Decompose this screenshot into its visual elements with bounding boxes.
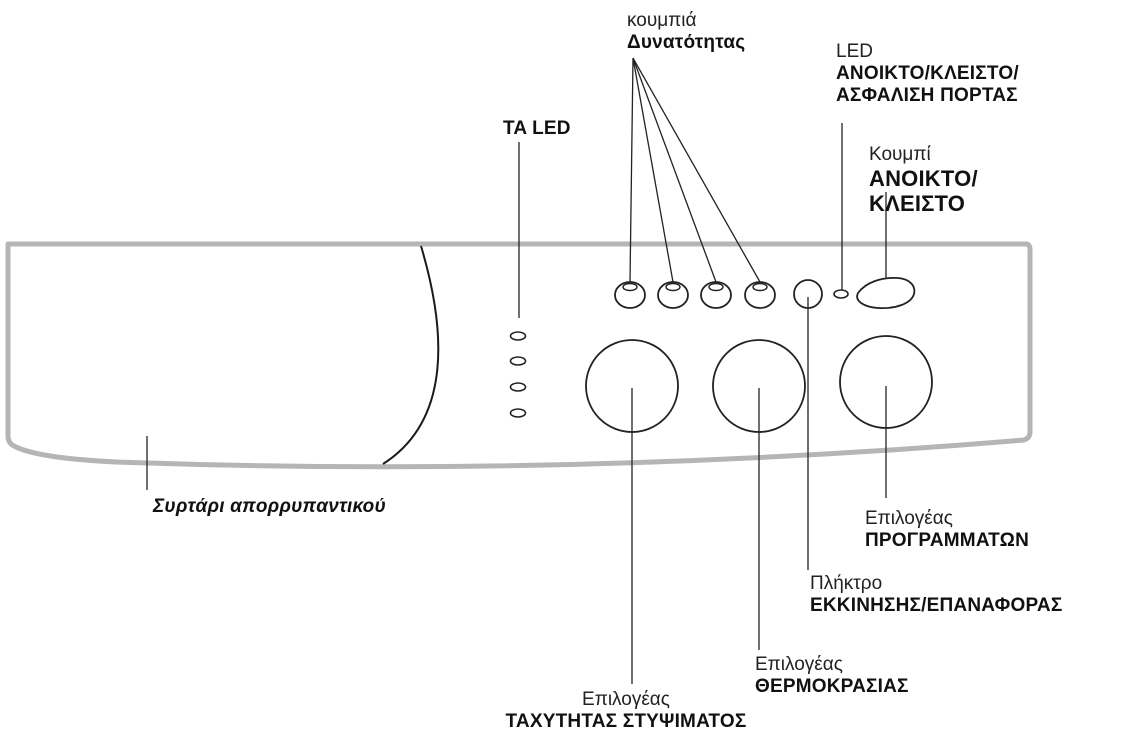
option-button-1[interactable] (614, 281, 646, 309)
leds-label-main: TA LED (503, 118, 571, 139)
start-reset-label-main: ΕΚΚΙΝΗΣΗΣ/ΕΠΑΝΑΦΟΡΑΣ (810, 594, 1063, 616)
start-reset-label: Πλήκτρο ΕΚΚΙΝΗΣΗΣ/ΕΠΑΝΑΦΟΡΑΣ (810, 573, 1062, 617)
option-buttons-label-sub: κουμπιά (627, 10, 697, 31)
leds-label: TA LED (503, 118, 571, 140)
control-panel-outline (5, 241, 1033, 470)
onoff-button[interactable] (856, 277, 916, 309)
temperature-selector-label-sub: Επιλογέας (755, 654, 843, 675)
door-led-label-sub: LED (836, 41, 873, 62)
led-indicator-3 (509, 382, 527, 392)
program-selector-label-main: ΠΡΟΓΡΑΜΜΑΤΩΝ (865, 529, 1029, 551)
leader-lines (146, 57, 887, 684)
door-led (833, 289, 849, 299)
option-buttons-label-main: Δυνατότητας (627, 31, 746, 53)
onoff-button-label-line1: ΑΝΟΙΚΤΟ/ (869, 165, 978, 191)
onoff-button-label: Κουμπί ΑΝΟΙΚΤΟ/ ΚΛΕΙΣΤΟ (869, 144, 978, 216)
onoff-button-label-line2: ΚΛΕΙΣΤΟ (869, 191, 966, 217)
detergent-drawer-label-main: Συρτάρι απορρυπαντικού (153, 496, 386, 517)
door-led-label-line1: ΑΝΟΙΚΤΟ/ΚΛΕΙΣΤΟ/ (836, 62, 1019, 84)
detergent-drawer-edge (382, 245, 440, 465)
option-button-3[interactable] (700, 281, 732, 309)
option-buttons-label: κουμπιά Δυνατότητας (627, 10, 745, 54)
temperature-selector-label-main: ΘΕΡΜΟΚΡΑΣΙΑΣ (755, 675, 909, 697)
led-indicator-2 (509, 356, 527, 366)
door-led-label: LED ΑΝΟΙΚΤΟ/ΚΛΕΙΣΤΟ/ ΑΣΦΑΛΙΣΗ ΠΟΡΤΑΣ (836, 41, 1019, 107)
spin-selector-label-sub: Επιλογέας (582, 689, 670, 710)
spin-selector-label: Επιλογέας ΤΑΧΥΤΗΤΑΣ ΣΤΥΨΙΜΑΤΟΣ (408, 689, 844, 733)
onoff-button-label-sub: Κουμπί (869, 144, 931, 165)
start-reset-label-sub: Πλήκτρο (810, 573, 883, 594)
option-button-4[interactable] (744, 281, 776, 309)
program-selector-label-sub: Επιλογέας (865, 508, 953, 529)
program-selector-label: Επιλογέας ΠΡΟΓΡΑΜΜΑΤΩΝ (865, 508, 1029, 552)
spin-selector-label-main: ΤΑΧΥΤΗΤΑΣ ΣΤΥΨΙΜΑΤΟΣ (505, 710, 747, 732)
door-led-label-line2: ΑΣΦΑΛΙΣΗ ΠΟΡΤΑΣ (836, 84, 1018, 106)
led-indicator-1 (509, 331, 527, 341)
option-button-2[interactable] (657, 281, 689, 309)
led-indicator-4 (509, 408, 527, 418)
temperature-selector-label: Επιλογέας ΘΕΡΜΟΚΡΑΣΙΑΣ (755, 654, 909, 698)
detergent-drawer-label: Συρτάρι απορρυπαντικού (153, 496, 386, 518)
